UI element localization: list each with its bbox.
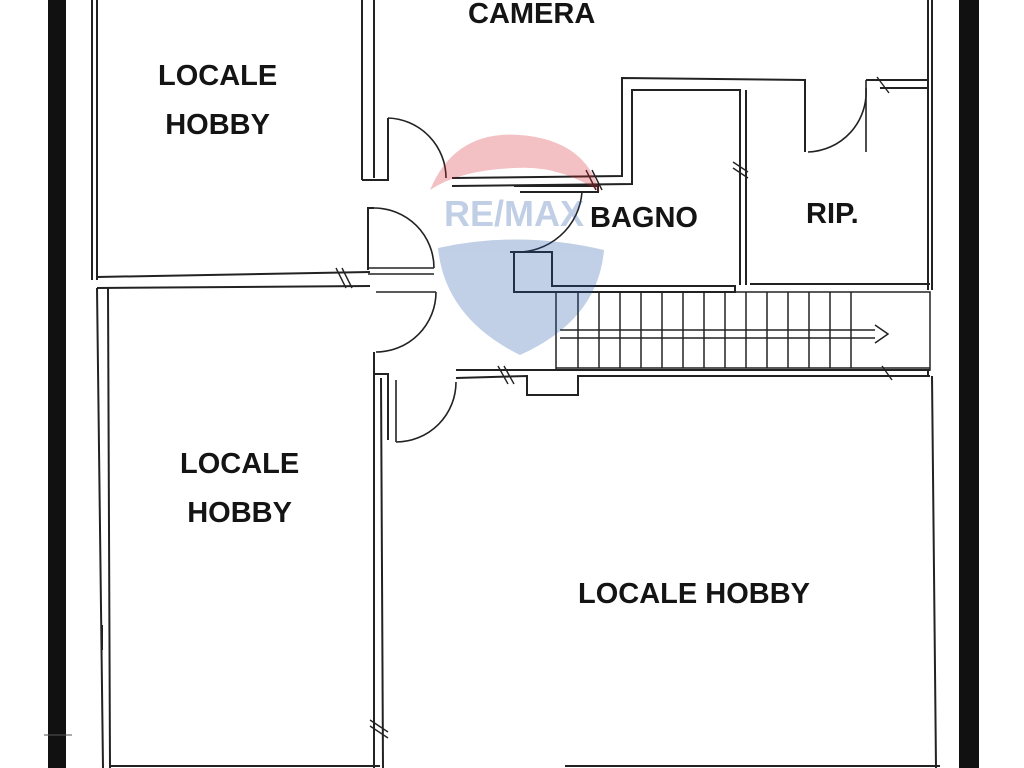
wall-group-lower <box>96 287 940 768</box>
watermark-text: RE/MAX <box>444 193 584 234</box>
room-label-camera-text: CAMERA <box>468 0 596 30</box>
room-label-hobby-top-left: LOCALE HOBBY <box>158 52 277 150</box>
room-label-bagno: BAGNO <box>590 194 698 243</box>
room-label-line: LOCALE <box>180 448 300 480</box>
wall-group-top-left <box>91 0 389 289</box>
staircase <box>555 291 931 371</box>
room-label-camera: CAMERA <box>468 0 595 39</box>
watermark-blue-shield <box>438 239 604 355</box>
room-label-rip: RIP. <box>806 190 859 239</box>
door-swings <box>368 80 867 443</box>
room-label-rip-text: RIP. <box>806 198 859 230</box>
outer-wall-right <box>959 0 979 768</box>
outer-wall-left <box>48 0 66 768</box>
wall-group-top-right <box>451 0 933 293</box>
wall-break-marks <box>335 76 893 739</box>
remax-watermark-logo: RE/MAX <box>430 134 604 355</box>
room-label-hobby-bottom-right-text: LOCALE HOBBY <box>578 578 810 610</box>
room-label-line: HOBBY <box>187 497 292 529</box>
room-label-line: LOCALE <box>158 60 278 92</box>
room-label-bagno-text: BAGNO <box>590 202 698 234</box>
room-label-hobby-bottom-left: LOCALE HOBBY <box>180 440 299 538</box>
room-label-hobby-bottom-right: LOCALE HOBBY <box>578 570 810 619</box>
watermark-red-arc <box>430 134 600 192</box>
room-label-line: HOBBY <box>165 109 270 141</box>
